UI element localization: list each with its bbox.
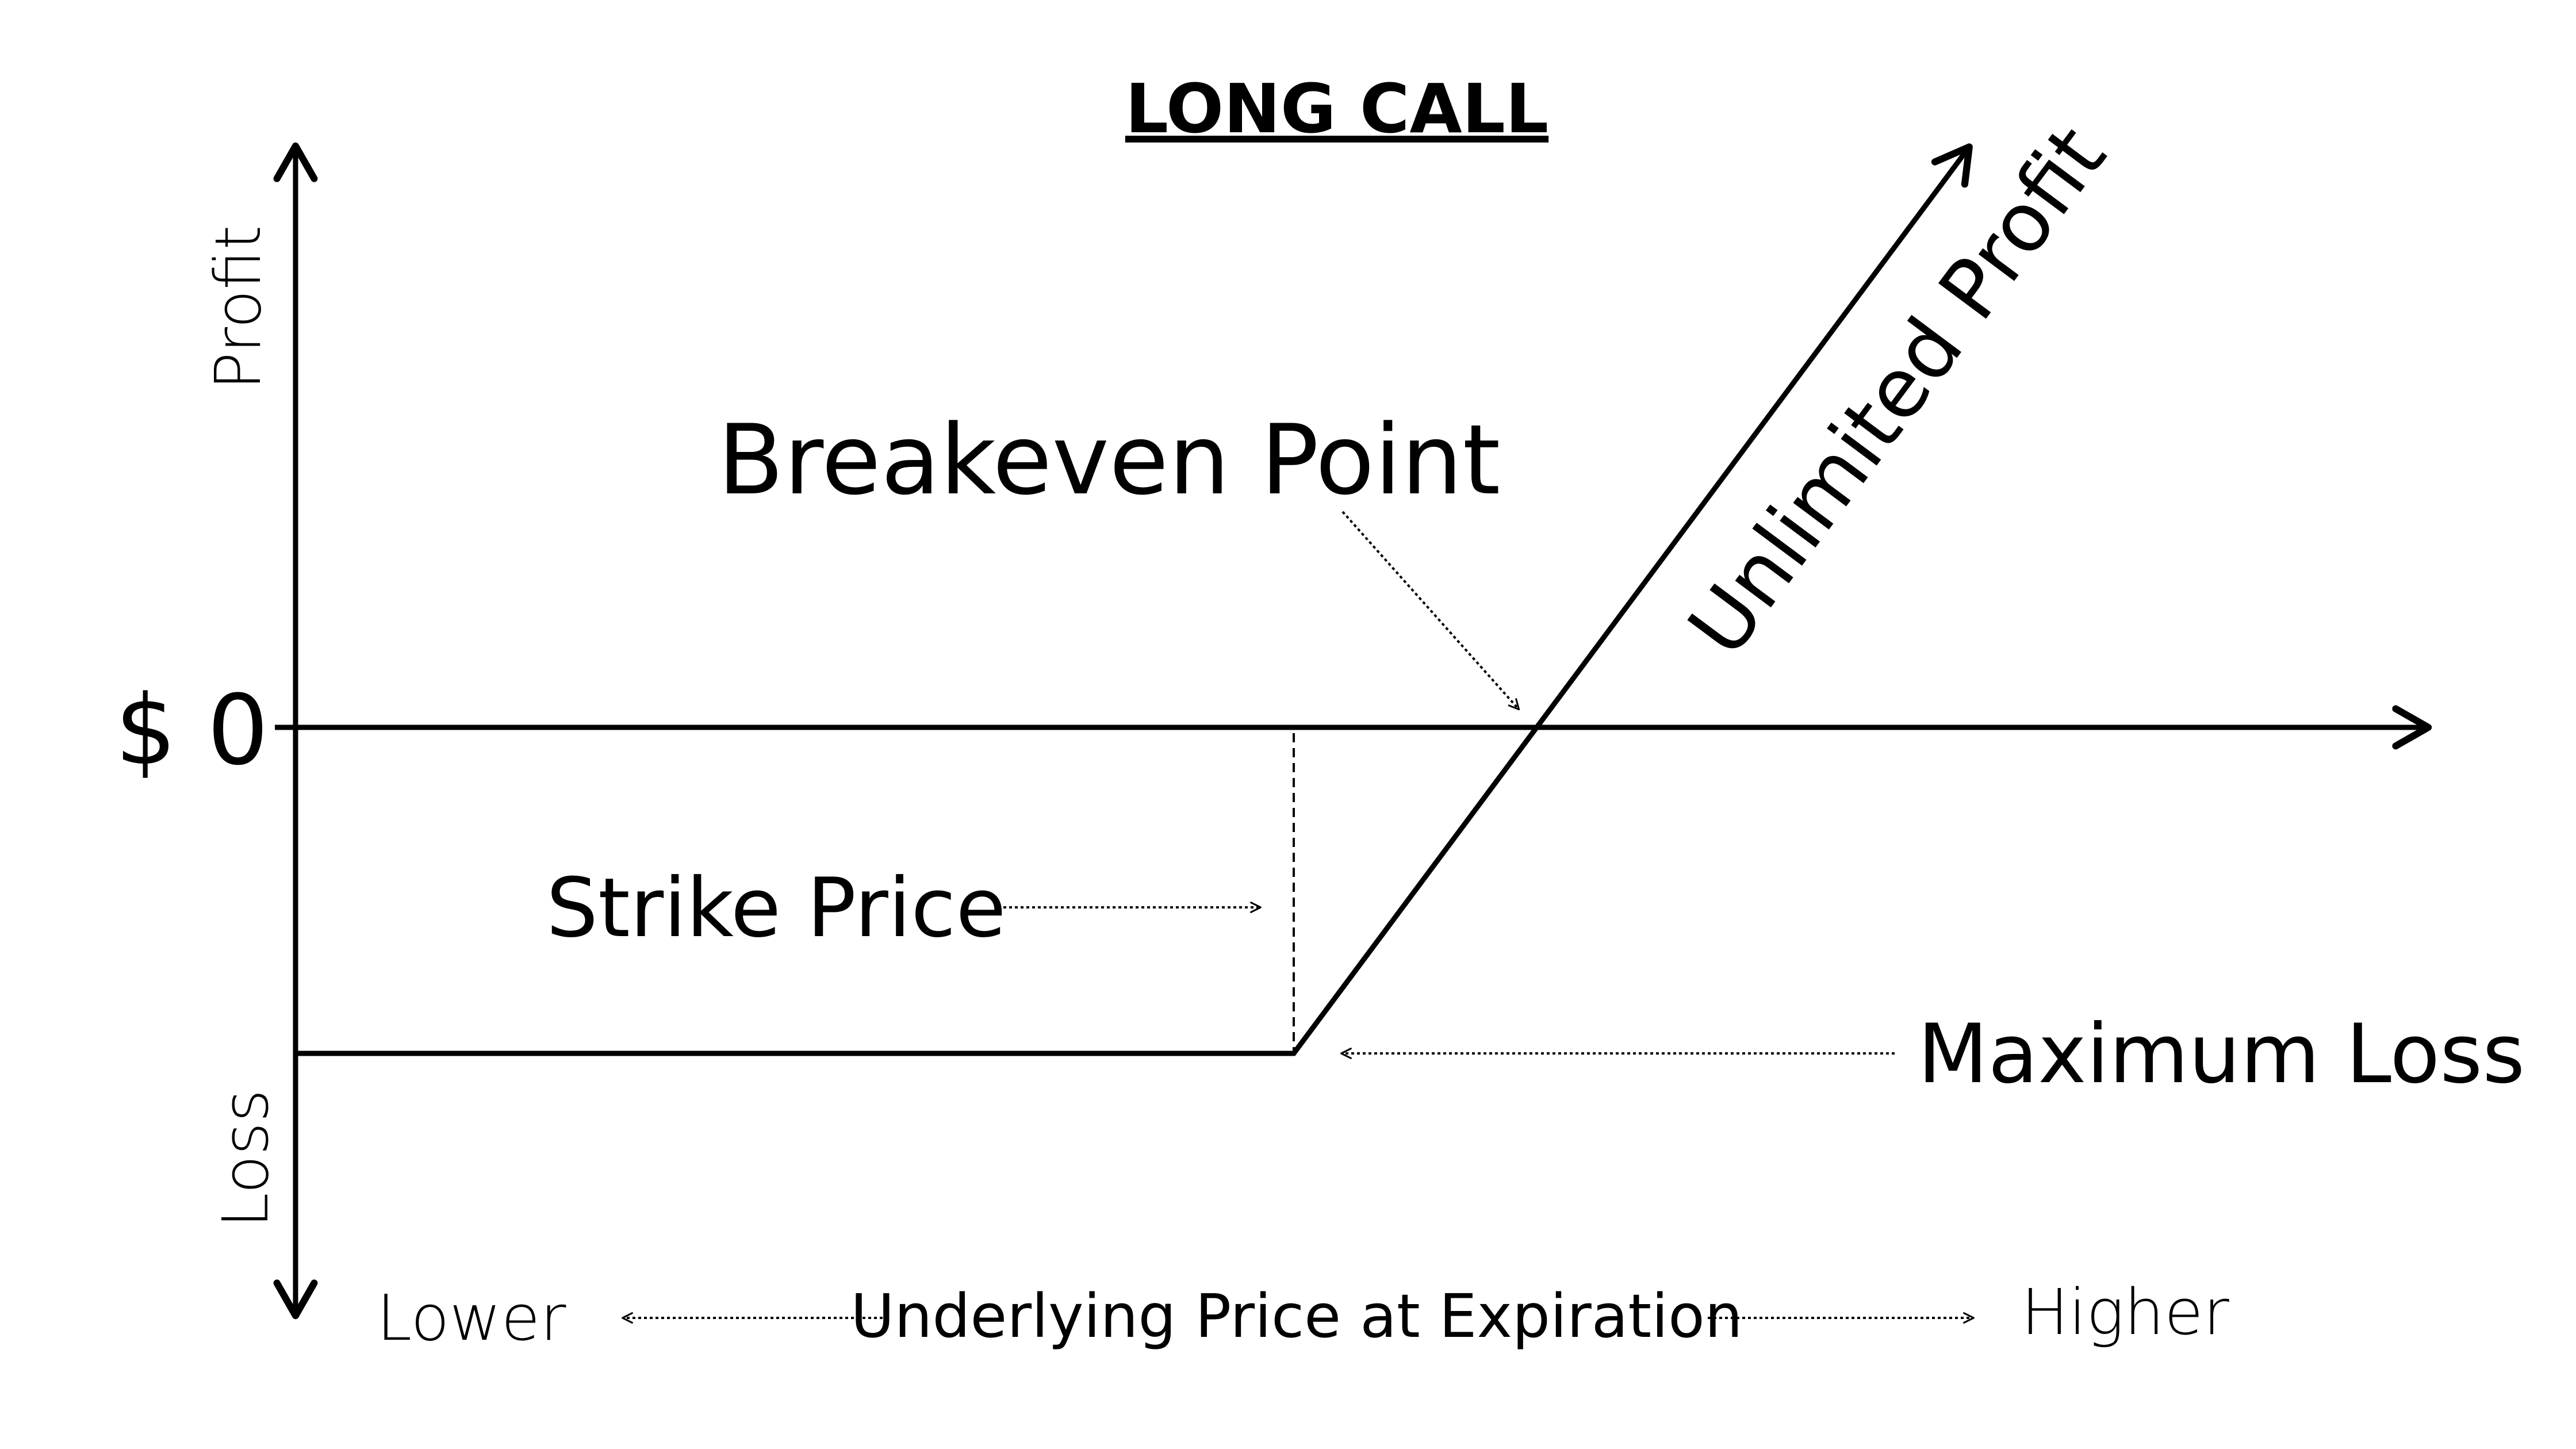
x-axis-higher-label: Higher	[2021, 1275, 2230, 1349]
unlimited-profit-label: Unlimited Profit	[1670, 109, 2124, 673]
y-axis-profit-label: Profit	[201, 225, 275, 390]
y-axis-loss-label: Loss	[209, 1089, 282, 1228]
maximum-loss-label: Maximum Loss	[1918, 1007, 2525, 1102]
diagram-title: LONG CALL	[1125, 69, 1548, 148]
x-axis-caption: Underlying Price at Expiration	[850, 1281, 1742, 1351]
zero-dollar-label: $ 0	[115, 674, 269, 787]
breakeven-point-label: Breakeven Point	[718, 404, 1500, 516]
strike-price-label: Strike Price	[546, 861, 1006, 956]
x-axis-lower-label: Lower	[377, 1281, 566, 1355]
breakeven-pointer	[1341, 511, 1520, 711]
